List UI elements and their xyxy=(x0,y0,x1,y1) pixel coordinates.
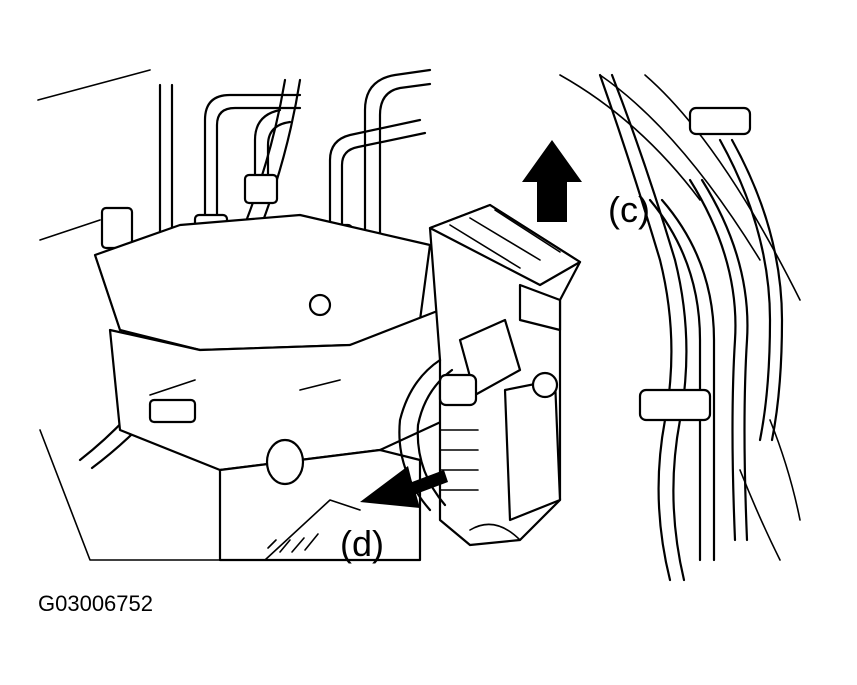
callout-d-label: (d) xyxy=(340,523,384,564)
callout-c-label: (c) xyxy=(608,189,650,230)
brake-tubes-right xyxy=(598,73,784,582)
arrow-out-d xyxy=(360,466,448,508)
figure-code: G03006752 xyxy=(38,591,153,616)
abs-connector xyxy=(398,203,582,547)
abs-actuator xyxy=(93,213,447,562)
body-outline xyxy=(37,69,801,561)
arrow-up-c xyxy=(522,140,582,222)
